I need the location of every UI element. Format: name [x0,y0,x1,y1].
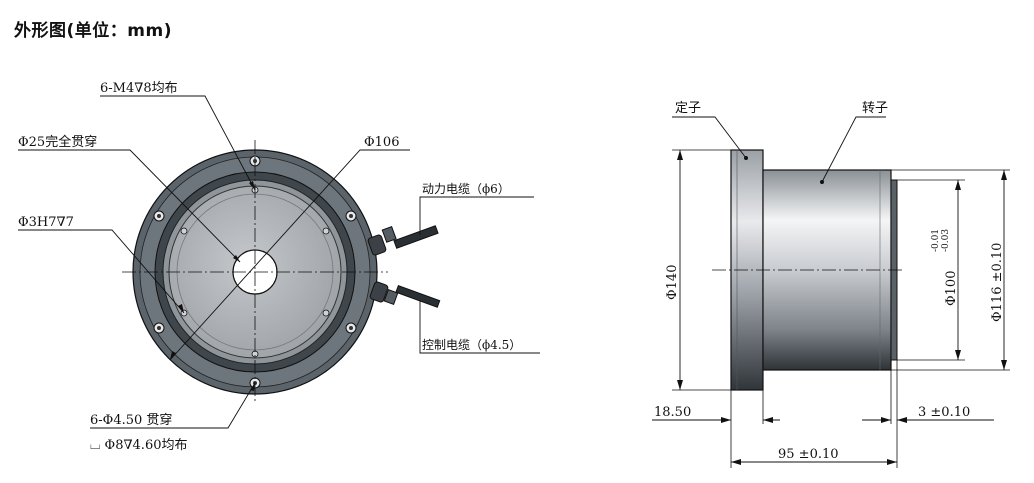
label-flange-diameter: Φ140 [665,265,680,300]
label-rotor-tol-lower: -0.03 [941,229,951,252]
label-step-length: 3 ±0.10 [918,405,970,420]
label-rotor: 转子 [862,101,888,116]
control-cable-gland [369,281,441,308]
label-power-cable: 动力电缆（ϕ6） [422,182,510,196]
label-outer-diameter: Φ106 [364,135,399,150]
label-rotor-tol-upper: -0.01 [931,229,941,252]
label-pin-hole: Φ3H7∇7 [18,215,74,230]
label-stator: 定子 [675,101,701,116]
label-through-bore: Φ25完全贯穿 [18,134,97,150]
power-cable-gland [367,225,439,256]
label-thread-holes: 6-M4∇8均布 [100,81,178,96]
label-mount-holes: 6-Φ4.50 贯穿 [90,412,172,428]
label-flange-thickness: 18.50 [654,405,691,420]
label-control-cable: 控制电缆（ϕ4.5） [422,338,521,352]
side-view: 定子 转子 Φ140 Φ100 -0.01 -0.03 Φ116 ±0.10 1… [652,101,1010,468]
label-counterbore: ⌴ Φ8∇4.60均布 [90,438,187,453]
label-rotor-diameter: Φ100 [944,271,959,306]
label-total-length: 95 ±0.10 [778,447,839,462]
page-title: 外形图(单位：mm) [14,21,172,41]
label-outer-diameter-116: Φ116 ±0.10 [990,243,1005,322]
front-view: 6-M4∇8均布 Φ25完全贯穿 Φ106 Φ3H7∇7 动力电缆（ϕ6） 控制… [18,81,540,453]
